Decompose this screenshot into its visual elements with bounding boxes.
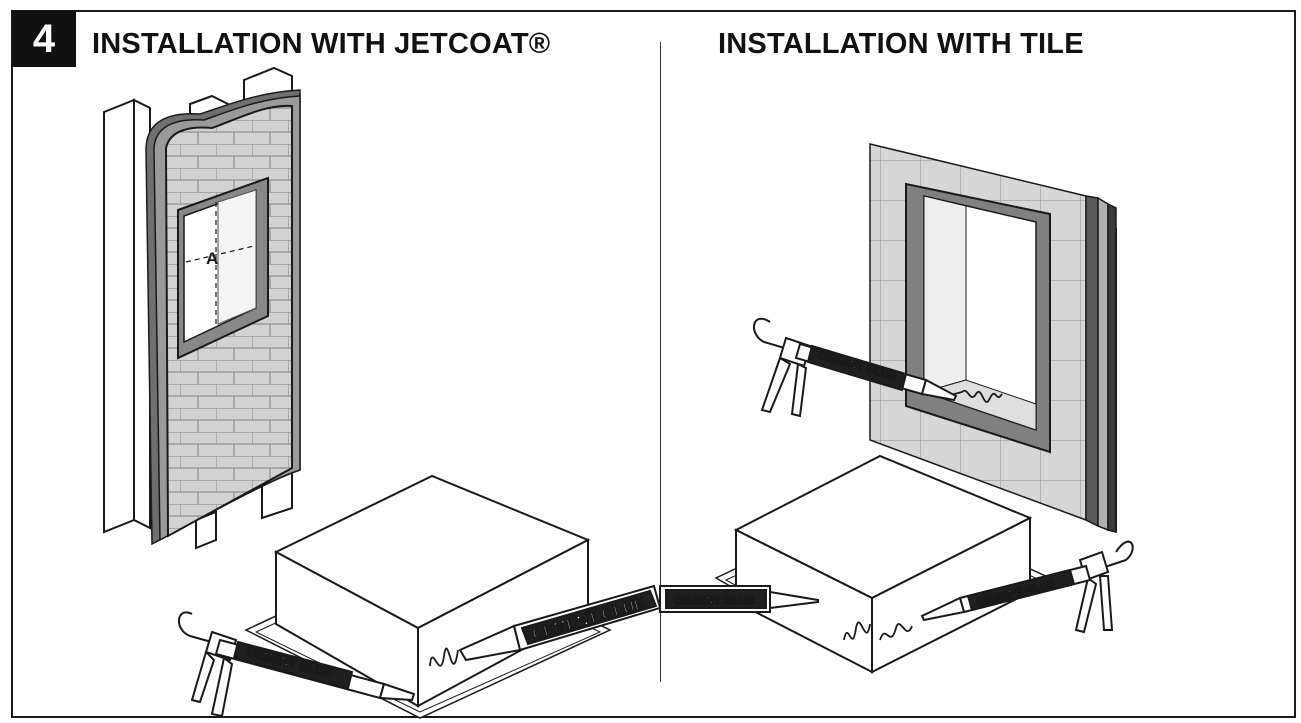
glue-label-center-tube: CEMENT GLUE — [674, 595, 754, 607]
wall-edge-layers — [1085, 195, 1117, 533]
figure-frame — [11, 10, 1296, 718]
glue-tube-center: CEMENT GLUE — [659, 585, 819, 613]
dimension-label-a: A — [206, 249, 218, 268]
tile-niche-opening — [905, 182, 1051, 454]
niche-opening — [177, 176, 269, 360]
tiled-wall-assembly — [869, 143, 1117, 533]
heading-tile-installation: INSTALLATION WITH TILE — [718, 28, 1084, 60]
section-divider — [660, 42, 661, 682]
jetcoat-wall-assembly: A — [103, 66, 301, 550]
left-floor-box — [244, 474, 612, 719]
wall-stud-front — [103, 98, 151, 534]
right-floor-box — [714, 454, 1052, 674]
step-number-badge: 4 — [12, 11, 76, 67]
glue-bead-niche — [939, 389, 1003, 403]
heading-jetcoat-installation: INSTALLATION WITH JETCOAT® — [92, 28, 551, 60]
